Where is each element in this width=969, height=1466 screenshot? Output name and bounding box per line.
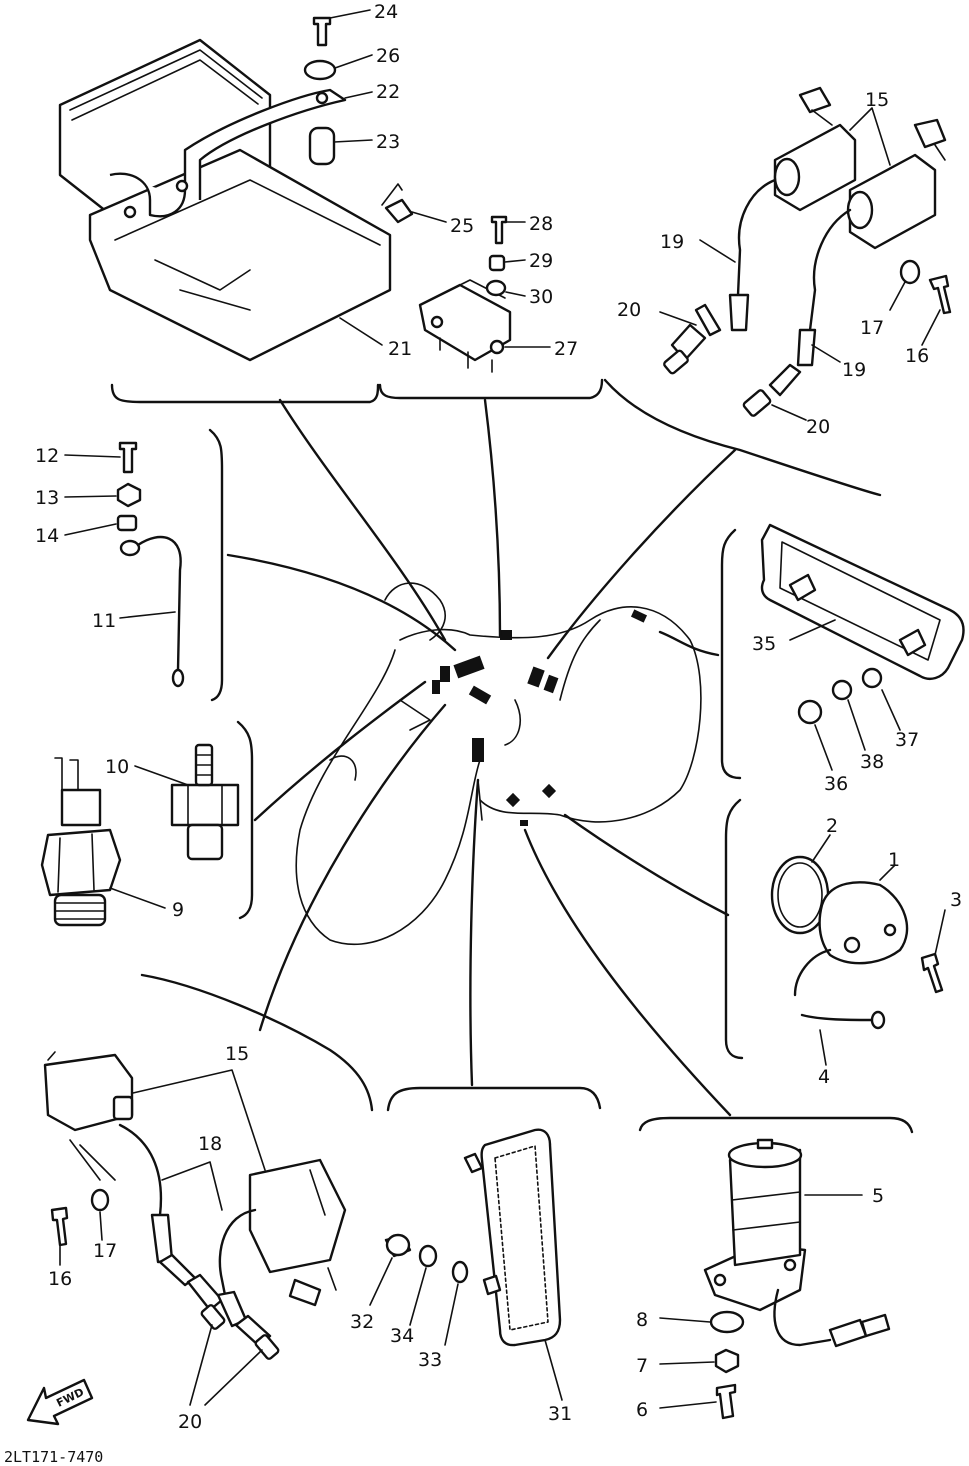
callout-20-front: 20 xyxy=(178,1411,202,1433)
group-brackets xyxy=(110,378,914,1134)
callout-26: 26 xyxy=(376,45,400,67)
callout-22: 22 xyxy=(376,81,400,103)
callout-21: 21 xyxy=(388,338,412,360)
callout-1: 1 xyxy=(888,849,900,871)
assembly-leader-lines xyxy=(226,398,737,1117)
callout-28: 28 xyxy=(529,213,553,235)
callout-labels: 24 26 22 23 25 21 28 29 30 27 15 19 20 1… xyxy=(35,1,962,1433)
sensor-assembly xyxy=(770,855,944,1030)
forward-arrow: FWD xyxy=(26,1378,94,1426)
callout-37: 37 xyxy=(895,729,919,751)
callout-20-right: 20 xyxy=(806,416,830,438)
callout-25: 25 xyxy=(450,215,474,237)
diagram-code: 2LT171-7470 xyxy=(4,1448,103,1466)
callout-2: 2 xyxy=(826,815,838,837)
cdi-unit-assembly xyxy=(58,16,414,362)
callout-3: 3 xyxy=(950,889,962,911)
switch-assembly xyxy=(40,743,240,927)
ignition-coil-assembly-rear xyxy=(663,86,952,417)
callout-16-front: 16 xyxy=(48,1268,72,1290)
callout-19-right: 19 xyxy=(842,359,866,381)
callout-9: 9 xyxy=(172,899,184,921)
callout-17-rear: 17 xyxy=(860,317,884,339)
callout-30: 30 xyxy=(529,286,553,308)
callout-20-left: 20 xyxy=(617,299,641,321)
callout-24: 24 xyxy=(374,1,398,23)
tail-light-assembly xyxy=(760,523,965,725)
ignition-coil-assembly-front xyxy=(43,1051,347,1360)
callout-15-front: 15 xyxy=(225,1043,249,1065)
callout-38: 38 xyxy=(860,751,884,773)
callout-13: 13 xyxy=(35,487,59,509)
callout-35: 35 xyxy=(752,633,776,655)
callout-31: 31 xyxy=(548,1403,572,1425)
callout-17-front: 17 xyxy=(93,1240,117,1262)
reflector-assembly xyxy=(384,1128,562,1347)
callout-14: 14 xyxy=(35,525,59,547)
callout-6: 6 xyxy=(636,1399,648,1421)
callout-15-rear: 15 xyxy=(865,89,889,111)
callout-33: 33 xyxy=(418,1349,442,1371)
callout-18: 18 xyxy=(198,1133,222,1155)
callout-19-left: 19 xyxy=(660,231,684,253)
ground-lead-assembly xyxy=(116,441,185,688)
regulator-assembly xyxy=(418,215,512,373)
callout-36: 36 xyxy=(824,773,848,795)
callout-23: 23 xyxy=(376,131,400,153)
callout-34: 34 xyxy=(390,1325,414,1347)
callout-16-rear: 16 xyxy=(905,345,929,367)
callout-12: 12 xyxy=(35,445,59,467)
callout-8: 8 xyxy=(636,1309,648,1331)
callout-29: 29 xyxy=(529,250,553,272)
callout-5: 5 xyxy=(872,1185,884,1207)
callout-10: 10 xyxy=(105,756,129,778)
callout-leader-lines xyxy=(59,9,946,1409)
callout-27: 27 xyxy=(554,338,578,360)
callout-32: 32 xyxy=(350,1311,374,1333)
fuel-pump-assembly xyxy=(703,1138,891,1420)
frame-outline xyxy=(295,582,702,945)
callout-4: 4 xyxy=(818,1066,830,1088)
callout-11: 11 xyxy=(92,610,116,632)
callout-7: 7 xyxy=(636,1355,648,1377)
